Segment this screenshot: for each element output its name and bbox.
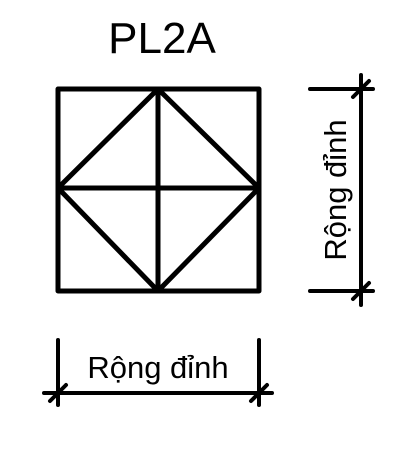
side-tick-bottom <box>351 281 371 301</box>
bottom-dimension-label: Rộng đỉnh <box>87 350 228 385</box>
side-dimension-label: Rộng đỉnh <box>318 119 353 260</box>
panel-shape <box>55 86 262 294</box>
bottom-tick-left <box>48 383 68 403</box>
bottom-tick-right <box>249 383 269 403</box>
diagram-title: PL2A <box>108 14 216 63</box>
panel-inner-diamond <box>55 86 262 294</box>
bottom-dimension <box>42 338 274 407</box>
side-dimension <box>308 73 375 307</box>
side-tick-top <box>351 79 371 99</box>
